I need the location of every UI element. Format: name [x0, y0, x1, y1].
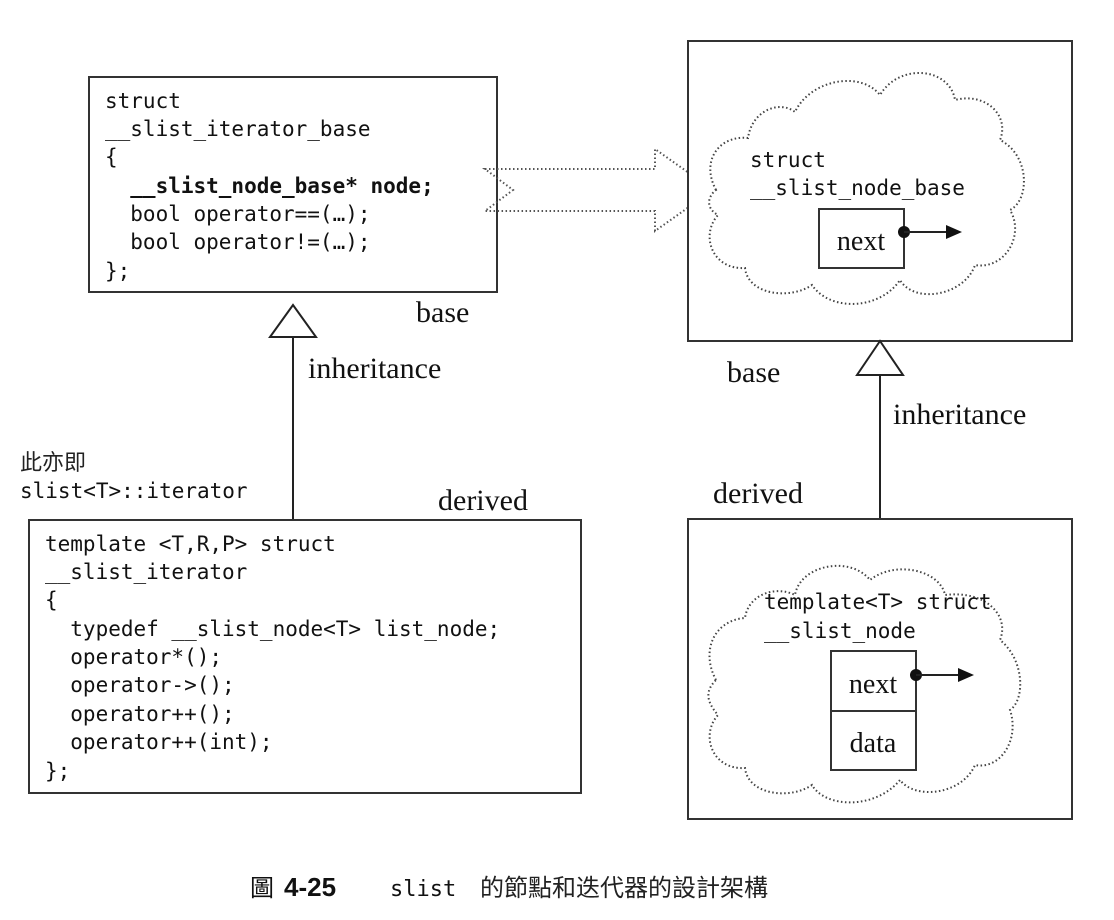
code-line: __slist_iterator_base	[105, 117, 371, 141]
pointer-arrowhead-icon	[958, 668, 974, 682]
node-base-box	[687, 40, 1073, 342]
points-to-arrow	[482, 147, 715, 233]
right-inheritance-connector: inheritance	[855, 339, 1026, 520]
node-class: template<T> struct __slist_node next dat…	[687, 518, 1073, 820]
code-line: operator++();	[45, 702, 235, 726]
inheritance-label: inheritance	[893, 398, 1026, 431]
code-line: bool operator!=(…);	[105, 230, 371, 254]
code-line: };	[105, 259, 130, 283]
node-base-class: struct __slist_node_base next	[687, 40, 1073, 342]
code-line: bool operator==(…);	[105, 202, 371, 226]
inheritance-triangle-icon	[268, 303, 318, 338]
next-field-box	[818, 208, 905, 269]
left-inheritance-connector: inheritance	[268, 303, 441, 520]
code-line: {	[45, 588, 58, 612]
code-line: operator++(int);	[45, 730, 273, 754]
iterator-class: template <T,R,P> struct __slist_iterator…	[28, 519, 582, 794]
pointer-arrowhead-icon	[946, 225, 962, 239]
iterator-box	[28, 519, 582, 794]
figure-caption: 圖 4-25 slist 的節點和迭代器的設計架構	[250, 872, 768, 902]
base-label-right: base	[727, 356, 780, 389]
node-base-cloud	[708, 72, 1025, 305]
code-line: __slist_node_base	[750, 176, 965, 200]
next-field-label: next	[837, 226, 885, 257]
code-line: __slist_node	[764, 619, 916, 643]
derived-label-right: derived	[713, 477, 803, 510]
caption-prefix: 圖	[250, 874, 274, 902]
code-line: };	[45, 759, 70, 783]
code-line: operator->();	[45, 673, 235, 697]
caption-mono: slist	[390, 877, 456, 902]
code-line: struct	[105, 89, 181, 113]
code-line: template<T> struct	[764, 590, 992, 614]
caption-text: 的節點和迭代器的設計架構	[480, 874, 768, 902]
node-cloud	[707, 564, 1022, 804]
data-field-box	[830, 710, 917, 771]
code-line: struct	[750, 148, 826, 172]
alias-label: slist<T>::iterator	[20, 479, 248, 503]
next-field-box	[830, 650, 917, 712]
code-line: typedef __slist_node<T> list_node;	[45, 617, 500, 641]
base-label-left: base	[416, 296, 469, 329]
code-line: {	[105, 145, 118, 169]
inheritance-label: inheritance	[308, 352, 441, 385]
alias-cjk-label: 此亦即	[20, 451, 86, 476]
code-line-node-member: __slist_node_base* node;	[105, 174, 434, 198]
iterator-base-class: struct __slist_iterator_base { __slist_n…	[88, 76, 498, 293]
derived-label-left: derived	[438, 484, 528, 517]
code-line: operator*();	[45, 645, 222, 669]
inheritance-triangle-icon	[855, 339, 905, 376]
next-field-label: next	[849, 669, 897, 700]
data-field-label: data	[850, 728, 897, 759]
code-line: __slist_iterator	[45, 560, 247, 584]
caption-number: 4-25	[284, 872, 336, 902]
code-line: template <T,R,P> struct	[45, 532, 336, 556]
iterator-base-box	[88, 76, 498, 293]
